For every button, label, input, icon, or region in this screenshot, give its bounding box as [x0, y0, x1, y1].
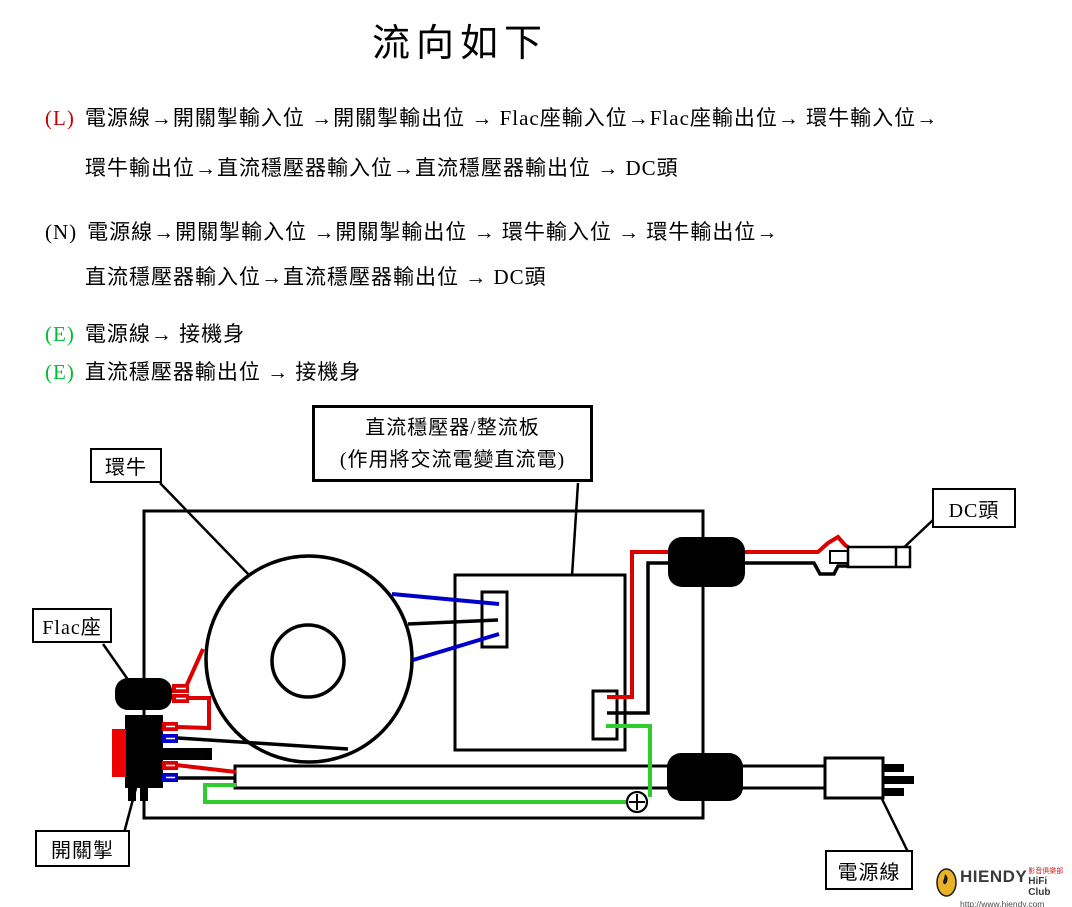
switch-center-tab	[162, 748, 212, 760]
flow-E2-prefix: (E)	[45, 360, 75, 384]
earth-wire-board-to-chassis	[606, 724, 652, 797]
ferrite-mains-inlet	[667, 753, 743, 801]
flow-E2-text: 直流穩壓器輸出位 → 接機身	[84, 360, 362, 384]
flow-line-E1: (E) 電源線→ 接機身	[45, 318, 245, 348]
live-wire-fuse-to-toroid	[183, 648, 205, 690]
hiendy-club: HiFi Club	[1028, 875, 1051, 898]
chassis-outline	[142, 509, 705, 820]
toroid-inner	[270, 623, 346, 699]
leader-toroid	[159, 482, 252, 578]
power-switch-body	[125, 715, 163, 788]
flac-socket-body	[115, 678, 172, 710]
hiendy-logo: HIENDY 影音俱樂部 HiFi Club http://www.hiendy…	[936, 868, 1072, 907]
ac-plug-body	[823, 756, 885, 800]
ground-symbol	[625, 790, 649, 814]
flow-L-text1: 電源線→開關掣輸入位 →開關掣輸出位 → Flac座輸入位→Flac座輸出位→ …	[84, 106, 939, 130]
neutral-wire-board-to-dc	[607, 561, 848, 715]
switch-actuator	[112, 729, 126, 777]
ac-plug-prong-top	[883, 764, 904, 772]
flow-N-text1: 電源線→開關掣輸入位 →開關掣輸出位 → 環牛輸入位 → 環牛輸出位→	[87, 220, 779, 244]
flow-N-prefix: (N)	[45, 220, 78, 244]
flow-line-N-cont: 直流穩壓器輸入位→直流穩壓器輸出位 → DC頭	[85, 261, 547, 291]
flac-socket-label: Flac座	[32, 608, 112, 643]
ac-plug-prong-bottom	[883, 788, 904, 796]
hiendy-logo-icon	[936, 868, 957, 897]
flow-N-text2: 直流穩壓器輸入位→直流穩壓器輸出位 → DC頭	[85, 265, 547, 289]
leader-regulator-board	[570, 482, 580, 577]
regulator-board-label: 直流穩壓器/整流板 (作用將交流電變直流電)	[312, 405, 593, 482]
earth-wire-cord-to-chassis	[203, 783, 626, 804]
dc-connector-tip	[829, 550, 849, 564]
flow-line-L-cont: 環牛輸出位→直流穩壓器輸入位→直流穩壓器輸出位 → DC頭	[85, 152, 679, 182]
regulator-board-label-line1: 直流穩壓器/整流板	[365, 416, 540, 439]
hiendy-logo-text: HIENDY 影音俱樂部 HiFi Club http://www.hiendy…	[960, 868, 1072, 907]
power-switch-label: 開關掣	[35, 830, 130, 867]
secondary-wire-1	[391, 592, 500, 606]
live-wire-fuse-to-switch	[177, 696, 211, 731]
page-title: 流向如下	[371, 23, 548, 65]
live-wire-board-to-dc	[607, 534, 853, 699]
power-cord-label: 電源線	[825, 850, 913, 890]
toroid-label: 環牛	[90, 448, 162, 483]
hiendy-brand: HIENDY	[959, 867, 1028, 886]
flow-E1-prefix: (E)	[45, 322, 75, 346]
flow-L-text2: 環牛輸出位→直流穩壓器輸入位→直流穩壓器輸出位 → DC頭	[85, 156, 679, 180]
ac-plug-prong-middle	[883, 776, 914, 784]
dc-plug-label: DC頭	[932, 488, 1016, 528]
leader-power-cord	[879, 796, 910, 853]
neutral-wire-switch-to-toroid	[177, 736, 349, 751]
dc-connector-barrel	[846, 545, 912, 569]
secondary-wire-2	[412, 632, 500, 662]
flow-line-N: (N) 電源線→開關掣輸入位 →開關掣輸出位 → 環牛輸入位 → 環牛輸出位→	[45, 216, 778, 246]
switch-leg-2	[140, 788, 148, 801]
ferrite-dc-output	[668, 537, 745, 587]
hiendy-chinese: 影音俱樂部	[1028, 868, 1064, 875]
secondary-wire-center	[407, 618, 499, 626]
hiendy-url: http://www.hiendy.com	[959, 898, 1045, 907]
flow-E1-text: 電源線→ 接機身	[84, 322, 246, 346]
flow-line-E2: (E) 直流穩壓器輸出位 → 接機身	[45, 356, 361, 386]
flow-L-prefix: (L)	[45, 106, 75, 130]
leader-flac-socket	[101, 643, 133, 685]
regulator-board-label-line2: (作用將交流電變直流電)	[339, 448, 566, 471]
live-wire-switch-to-cable	[175, 763, 237, 774]
flow-line-L: (L) 電源線→開關掣輸入位 →開關掣輸出位 → Flac座輸入位→Flac座輸出…	[45, 102, 938, 132]
switch-leg-1	[128, 788, 136, 801]
